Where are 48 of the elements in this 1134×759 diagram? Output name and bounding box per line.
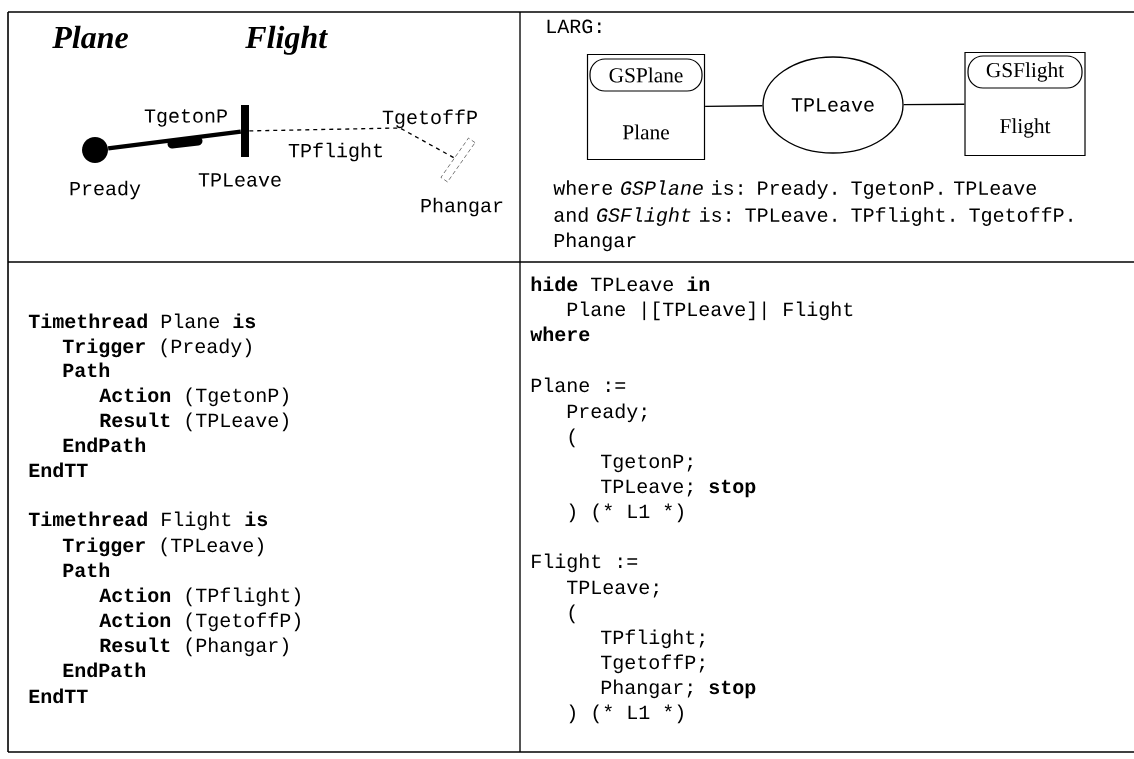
connector bbox=[902, 103, 966, 106]
code-line: Action (TgetonP) bbox=[99, 387, 288, 407]
code-line: Path bbox=[63, 362, 110, 378]
connector bbox=[107, 129, 241, 151]
code-line: EndTT bbox=[29, 688, 88, 704]
node-label: Pready bbox=[70, 180, 141, 200]
code-line: Phangar; stop bbox=[601, 679, 756, 699]
connector bbox=[704, 105, 764, 108]
code-line: TgetonP; bbox=[601, 454, 692, 473]
code-line: Result (Phangar) bbox=[100, 637, 288, 657]
code-line: Trigger (TPLeave) bbox=[62, 537, 263, 557]
code-line: TPflight; bbox=[601, 629, 704, 649]
code-line: Action (TPflight) bbox=[99, 587, 300, 607]
code-line: Plane := bbox=[531, 377, 626, 393]
code-line: Path bbox=[63, 562, 110, 578]
gate-label: GSFlight bbox=[967, 55, 1083, 89]
code-line: Action (TgetoffP) bbox=[99, 612, 300, 632]
code-line: Timethread Plane is bbox=[28, 313, 256, 329]
code-line: Trigger (Pready) bbox=[62, 338, 251, 358]
code-line: EndPath bbox=[63, 662, 146, 678]
code-line: ( bbox=[569, 428, 575, 448]
code-line: ) (* L1 *) bbox=[569, 503, 683, 523]
heading: LARG: bbox=[547, 19, 601, 34]
connector bbox=[248, 127, 455, 159]
code-line: Result (TPLeave) bbox=[100, 412, 288, 432]
code-line: where bbox=[530, 326, 590, 342]
code-line: hide TPLeave in bbox=[531, 276, 710, 292]
heading: Plane bbox=[52, 25, 128, 49]
code-line: TPLeave; bbox=[567, 580, 658, 598]
node-label: TPLeave bbox=[198, 173, 281, 187]
code-line: ) (* L1 *) bbox=[569, 704, 683, 724]
gate-label: GSPlane bbox=[589, 58, 703, 92]
action-label: TgetoffP bbox=[382, 109, 477, 129]
code-line: Plane |[TPLeave]| Flight bbox=[567, 301, 853, 321]
code-line: EndTT bbox=[29, 462, 88, 478]
code-line: ( bbox=[569, 604, 575, 624]
code-line: Timethread Flight is bbox=[28, 511, 268, 531]
code-line: Flight := bbox=[532, 553, 638, 573]
note-text: where GSPlane is: Pready. TgetonP. TPLeave bbox=[553, 180, 1036, 199]
note-text: and GSFlight is: TPLeave. TPflight. TgetoffP. Phangar bbox=[554, 207, 1072, 252]
code-line: EndPath bbox=[63, 437, 146, 453]
heading: Flight bbox=[245, 25, 328, 55]
node-label: Phangar bbox=[421, 197, 503, 217]
code-line: TgetoffP; bbox=[601, 654, 704, 674]
code-line: TPLeave; stop bbox=[601, 479, 756, 498]
edge-label: TgetonP bbox=[142, 107, 230, 129]
code-line: Pready; bbox=[567, 403, 646, 423]
edge-label: TPflight bbox=[286, 141, 386, 163]
